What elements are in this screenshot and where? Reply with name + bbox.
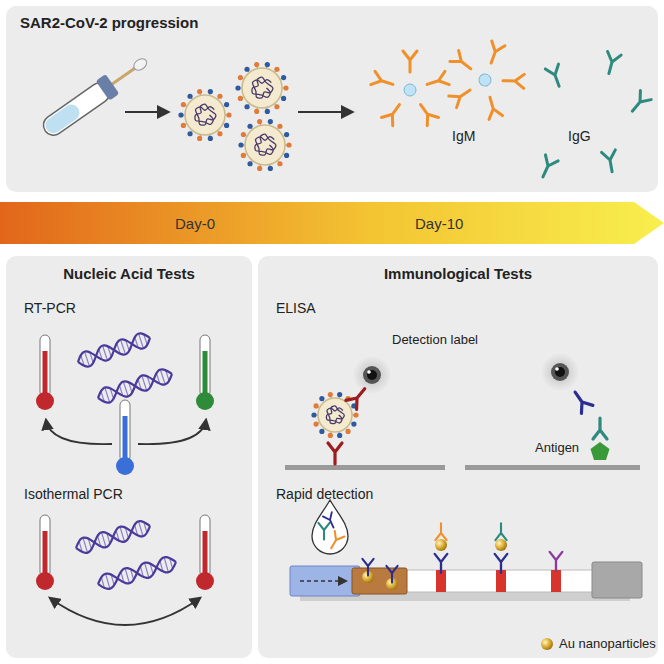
method-label: Rapid detection — [276, 486, 373, 502]
dna-helices — [74, 330, 178, 591]
legend-item: Au nanoparticles — [540, 636, 656, 651]
day-label: Day-0 — [175, 215, 215, 232]
progression-panel: SAR2-CoV-2 progression — [6, 6, 658, 192]
igg-antibodies — [537, 51, 652, 179]
thermometers — [36, 335, 214, 590]
panel-title: Immunological Tests — [384, 265, 532, 282]
test-tube — [38, 51, 153, 141]
elisa-surface — [465, 465, 640, 470]
antibody-label: IgG — [568, 128, 591, 144]
cycle-arrow — [46, 420, 112, 444]
flow-arrow — [125, 111, 168, 113]
method-label: Isothermal PCR — [24, 486, 123, 502]
day-label: Day-10 — [415, 215, 463, 232]
igm-antibodies — [371, 30, 535, 127]
nucleic-panel: Nucleic Acid Tests — [6, 256, 252, 658]
method-label: RT-PCR — [24, 300, 76, 316]
cycle-arrow — [138, 420, 206, 444]
callout-label: Detection label — [392, 332, 478, 347]
strip-antibodies — [318, 512, 562, 582]
virus-particles — [178, 62, 358, 438]
legend-swatch — [540, 637, 554, 651]
timeline-band: Day-0 Day-10 — [0, 198, 664, 248]
band-shape — [0, 198, 664, 248]
immuno-panel: Immunological Tests — [258, 256, 658, 658]
elisa-surface — [285, 465, 445, 470]
flow-arrow — [298, 111, 352, 113]
panel-title: SAR2-CoV-2 progression — [20, 14, 198, 31]
double-arrow — [50, 598, 200, 625]
callout-label: Antigen — [535, 440, 579, 455]
elisa-antibodies — [328, 384, 607, 464]
detection-glow — [352, 352, 580, 395]
antigen-pentagon — [591, 442, 610, 460]
method-label: ELISA — [276, 300, 316, 316]
legend-text: Au nanoparticles — [559, 636, 656, 651]
panel-title: Nucleic Acid Tests — [63, 265, 195, 282]
antibody-label: IgM — [452, 128, 475, 144]
lateral-flow-strip — [290, 500, 642, 601]
